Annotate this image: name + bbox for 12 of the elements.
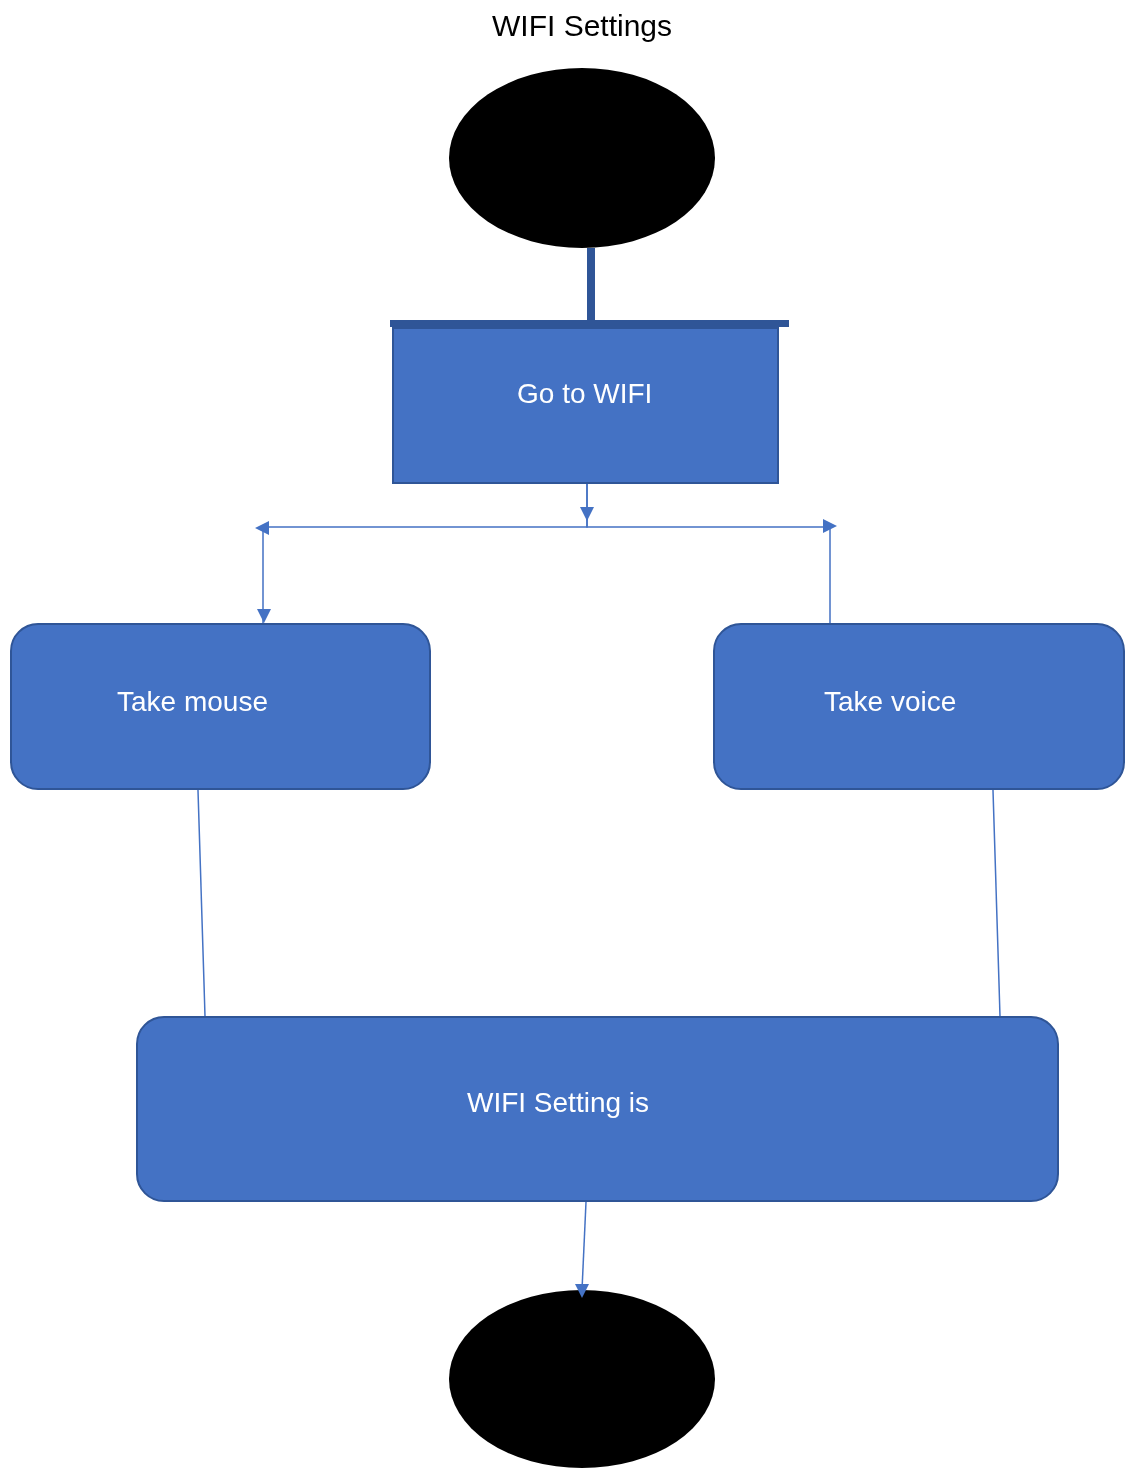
node-label: WIFI Setting is bbox=[467, 1086, 650, 1120]
connector-arrow bbox=[586, 483, 837, 624]
node-label: Take mouse bbox=[117, 685, 268, 719]
diagram-title: WIFI Settings bbox=[492, 8, 673, 44]
node-label: Take voice bbox=[824, 685, 957, 719]
node-label: Go to WIFI bbox=[517, 377, 653, 411]
terminal-ellipse bbox=[449, 1290, 715, 1468]
process-box bbox=[136, 1016, 1059, 1202]
connector-arrow bbox=[575, 1201, 589, 1298]
terminal-ellipse bbox=[449, 68, 715, 248]
process-box bbox=[713, 623, 1125, 790]
process-box bbox=[10, 623, 431, 790]
